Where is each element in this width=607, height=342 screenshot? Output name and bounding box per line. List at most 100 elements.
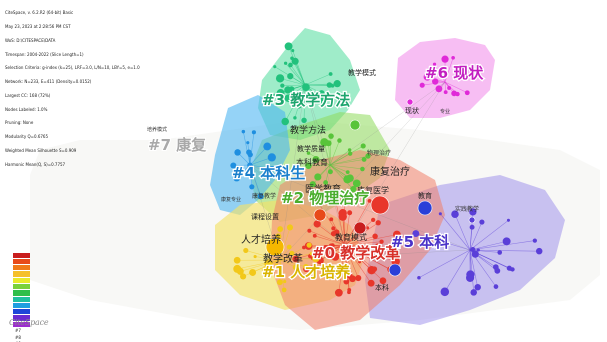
network-edge [344, 244, 350, 293]
network-edge [469, 241, 507, 251]
meta-line: WoS: D:\CITESPACE\DATA [5, 37, 56, 43]
network-hub-node [388, 263, 402, 277]
network-node [451, 210, 459, 218]
network-edge [469, 249, 478, 288]
network-node [307, 228, 312, 233]
network-edge [312, 164, 331, 185]
network-node [443, 90, 448, 95]
network-node [327, 169, 333, 175]
keyword-label-talent-training: 人才培养 [241, 233, 281, 246]
network-edge [314, 235, 346, 246]
network-edge [290, 64, 306, 86]
network-node [264, 259, 273, 268]
cluster-hull-0 [270, 150, 445, 330]
network-node [451, 90, 457, 97]
network-node [374, 243, 382, 250]
network-node [291, 57, 299, 65]
network-edge [279, 259, 296, 268]
legend-row: #7 [13, 328, 30, 334]
network-node [347, 290, 351, 295]
network-edge [344, 234, 397, 246]
network-node [286, 224, 294, 231]
network-node [309, 252, 313, 256]
meta-line: Harmonic Mean(Q, S)=0.7757 [5, 161, 66, 167]
network-node [261, 266, 269, 273]
network-node [320, 97, 325, 101]
network-node [494, 267, 501, 274]
network-edge [249, 164, 471, 251]
legend-swatch [13, 283, 30, 290]
network-node [286, 244, 292, 250]
network-edge [415, 233, 471, 251]
legend-row [13, 258, 30, 265]
network-node [283, 279, 287, 284]
network-edge [304, 84, 346, 246]
network-node [253, 255, 257, 259]
network-edge [469, 240, 535, 251]
network-node [470, 289, 477, 296]
network-edge [344, 244, 360, 263]
keyword-label-major: 专业 [440, 108, 450, 115]
network-node [438, 212, 442, 216]
network-edge [279, 259, 285, 282]
network-edge [237, 259, 281, 270]
network-edge [469, 249, 540, 252]
network-edge [240, 259, 281, 272]
network-node [295, 102, 302, 109]
meta-line: Modularity Q=0.6765 [5, 134, 48, 140]
network-node [276, 279, 283, 286]
keyword-label-education-mode: 教育模式 [335, 232, 367, 242]
network-node [509, 267, 513, 271]
cluster-label-1: #1 人才培养 [262, 263, 351, 281]
network-edge [344, 244, 393, 248]
network-node [267, 153, 276, 162]
network-node [243, 247, 249, 254]
network-node [246, 141, 250, 145]
network-node [305, 162, 312, 169]
network-node [412, 230, 420, 238]
legend-row [13, 290, 30, 296]
keyword-label-practical-teaching: 实践教学 [455, 205, 479, 213]
legend-swatch [13, 290, 30, 296]
network-node [343, 278, 350, 285]
network-node [292, 255, 299, 263]
network-node [287, 73, 294, 80]
network-edge [344, 212, 350, 246]
network-node [249, 184, 255, 190]
network-node [234, 149, 241, 156]
meta-line: Nodes Labeled: 1.0% [5, 106, 48, 112]
legend-swatch [13, 265, 30, 271]
network-node [464, 90, 470, 96]
network-edge [434, 64, 446, 83]
keyword-label-teaching-reform: 教学改革 [263, 252, 303, 265]
network-edge [317, 201, 346, 246]
citespace-meta-info: CiteSpace, v. 6.2.R2 (64-bit) Basic May … [5, 2, 140, 177]
network-node [334, 288, 343, 297]
network-node [312, 233, 317, 238]
network-edge [308, 164, 331, 167]
legend-swatch [13, 271, 30, 277]
legend-swatch [13, 277, 30, 283]
keyword-label-rehab-medicine: 康复医学 [357, 185, 389, 195]
network-hub-node [265, 237, 285, 257]
network-node [329, 217, 334, 222]
network-node [233, 174, 241, 182]
network-node [257, 193, 264, 200]
year-color-legend: #7#8#9 [13, 252, 30, 342]
network-edge [444, 57, 454, 83]
network-node [315, 199, 320, 204]
network-node [249, 269, 257, 276]
network-node [392, 230, 401, 239]
network-node [276, 89, 285, 98]
network-node [535, 247, 543, 255]
cluster-label-3: #3 教学方法 [262, 91, 350, 109]
network-edge [245, 250, 281, 261]
network-node [379, 239, 384, 244]
network-node [281, 287, 287, 293]
network-edge [329, 149, 350, 166]
network-node [365, 153, 371, 159]
network-node [251, 130, 256, 135]
network-edge [294, 61, 306, 86]
network-edge [309, 230, 346, 246]
